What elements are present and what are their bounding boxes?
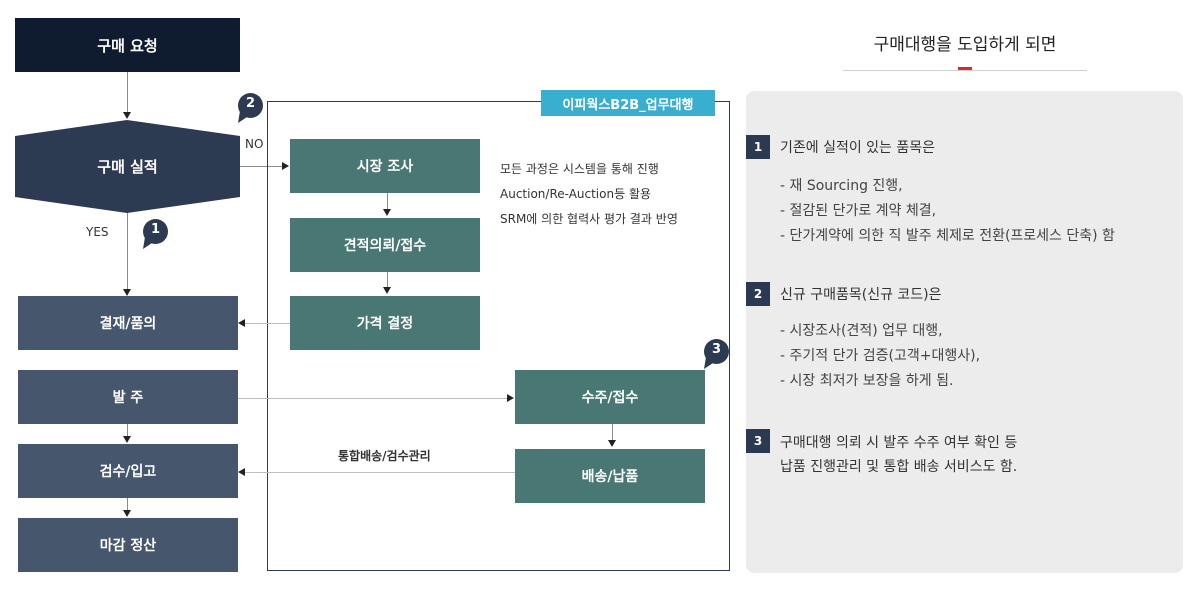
- approval-label: 결재/품의: [99, 316, 157, 332]
- benefit-heading: 신규 구매품목(신규 코드)은: [780, 287, 942, 303]
- benefit-line: - 절감된 단가로 계약 체결,: [780, 203, 937, 219]
- benefit-line: - 시장 최저가 보장을 하게 됨.: [780, 373, 954, 389]
- arrow-down-icon: [608, 440, 616, 447]
- speech-bubble-icon: [704, 339, 729, 369]
- delivery-box: 배송/납품: [515, 449, 705, 503]
- arrow-right-icon: [507, 394, 514, 402]
- arrow-down-icon: [383, 209, 391, 216]
- benefit-line: - 시장조사(견적) 업무 대행,: [780, 323, 943, 339]
- connector-line: [387, 193, 388, 209]
- step-badge-2: 2: [238, 93, 263, 124]
- order-box: 발 주: [18, 370, 238, 424]
- process-notes: 모든 과정은 시스템을 통해 진행 Auction/Re-Auction등 활용…: [500, 157, 678, 232]
- closing-label: 마감 정산: [99, 538, 157, 554]
- step-badge-number: 3: [711, 342, 722, 357]
- price-decision-label: 가격 결정: [356, 316, 414, 332]
- arrow-down-icon: [123, 289, 131, 296]
- purchase-record-label-wrap: 구매 실적: [15, 120, 240, 213]
- connector-line: [612, 424, 613, 440]
- benefit-line: - 재 Sourcing 진행,: [780, 178, 903, 194]
- purchase-request-box: 구매 요청: [15, 18, 240, 72]
- arrow-right-icon: [282, 162, 289, 170]
- inspection-label: 검수/입고: [99, 464, 157, 480]
- agency-tag: 이피웍스B2B_업무대행: [541, 90, 715, 116]
- connector-line: [127, 72, 128, 112]
- arrow-left-icon: [238, 468, 245, 476]
- arrow-down-icon: [123, 510, 131, 517]
- connector-line: [127, 213, 128, 289]
- arrow-down-icon: [383, 287, 391, 294]
- connector-line: [238, 398, 507, 399]
- integrated-delivery-label: 통합배송/검수관리: [338, 449, 431, 463]
- purchase-request-label: 구매 요청: [97, 36, 158, 55]
- arrow-down-icon: [123, 436, 131, 443]
- step-badge-number: 1: [150, 222, 161, 237]
- yes-label: YES: [86, 225, 109, 239]
- arrow-down-icon: [123, 112, 131, 119]
- benefit-number: 3: [746, 429, 770, 453]
- speech-bubble-icon: [143, 219, 168, 249]
- connector-line: [245, 472, 515, 473]
- connector-line: [245, 323, 290, 324]
- benefit-number: 1: [746, 135, 770, 159]
- price-decision-box: 가격 결정: [290, 296, 480, 350]
- quotation-label: 견적의뢰/접수: [343, 238, 427, 254]
- order-receipt-label: 수주/접수: [581, 390, 639, 406]
- closing-box: 마감 정산: [18, 518, 238, 572]
- benefit-heading: 기존에 실적이 있는 품목은: [780, 140, 936, 156]
- quotation-box: 견적의뢰/접수: [290, 218, 480, 272]
- agency-tag-label: 이피웍스B2B_업무대행: [562, 97, 694, 113]
- connector-line: [127, 498, 128, 510]
- order-label: 발 주: [112, 390, 144, 406]
- benefit-heading: 구매대행 의뢰 시 발주 수주 여부 확인 등: [780, 435, 1018, 451]
- step-badge-1: 1: [143, 219, 168, 250]
- benefits-panel: [746, 91, 1183, 573]
- agency-panel: [267, 101, 730, 571]
- title-divider: [843, 70, 1087, 71]
- market-research-label: 시장 조사: [356, 159, 414, 175]
- note-line: Auction/Re-Auction등 활용: [500, 187, 652, 201]
- connector-line: [240, 166, 282, 167]
- benefit-line: - 주기적 단가 검증(고객+대행사),: [780, 348, 981, 364]
- inspection-box: 검수/입고: [18, 444, 238, 498]
- purchase-record-label: 구매 실적: [97, 158, 158, 176]
- purchase-record-decision: [15, 120, 240, 213]
- benefit-line: 납품 진행관리 및 통합 배송 서비스도 함.: [780, 459, 1018, 475]
- connector-line: [127, 424, 128, 436]
- order-receipt-box: 수주/접수: [515, 370, 705, 424]
- approval-box: 결재/품의: [18, 296, 238, 350]
- arrow-left-icon: [238, 319, 245, 327]
- note-line: SRM에 의한 협력사 평가 결과 반영: [500, 212, 678, 226]
- connector-line: [387, 272, 388, 287]
- no-label: NO: [245, 137, 264, 151]
- benefit-number: 2: [746, 282, 770, 306]
- benefit-line: - 단가계약에 의한 직 발주 체제로 전환(프로세스 단축) 함: [780, 228, 1115, 244]
- step-badge-number: 2: [245, 96, 256, 111]
- benefits-title: 구매대행을 도입하게 되면: [873, 35, 1057, 55]
- title-accent: [958, 67, 972, 70]
- delivery-label: 배송/납품: [581, 469, 639, 485]
- market-research-box: 시장 조사: [290, 139, 480, 193]
- speech-bubble-icon: [238, 93, 263, 123]
- note-line: 모든 과정은 시스템을 통해 진행: [500, 162, 659, 176]
- step-badge-3: 3: [704, 339, 729, 370]
